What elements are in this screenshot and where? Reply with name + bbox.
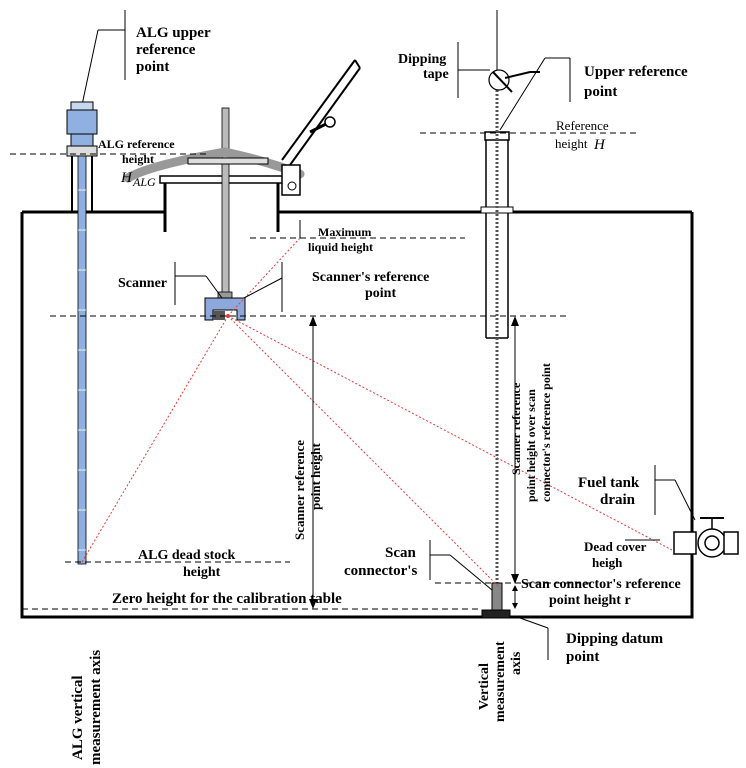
scan-connector-label-1: Scan <box>385 545 417 561</box>
manhole-neck <box>159 175 284 232</box>
dipping-datum-label-2: point <box>566 649 599 665</box>
upper-ref-point-label-1: Upper reference <box>584 64 688 80</box>
max-liquid-height-label-1: Maximum <box>318 225 371 239</box>
scan-conn-ref-height-label-1: Scan connector's reference <box>521 577 681 592</box>
dip-hatch-lever <box>281 59 361 196</box>
vertical-axis-label-3: axis <box>509 651 524 675</box>
scanner-label: Scanner <box>118 276 167 291</box>
scanner-ref-point-label-1: Scanner's reference <box>312 270 429 285</box>
scanner-ref-over-label-1: Scanner reference <box>509 382 523 475</box>
scanner-ref-over-label-3: connector's reference point <box>539 363 553 502</box>
reference-height-label-2: height <box>555 136 588 151</box>
alg-gauge <box>66 10 126 565</box>
reference-lines <box>10 132 640 610</box>
scan-conn-ref-height-label-2: point height r <box>549 593 631 608</box>
alg-axis-label-2: measurement axis <box>88 650 104 765</box>
vertical-axis-label-2: measurement <box>493 641 508 722</box>
dead-cover-label-1: Dead cover <box>584 539 647 554</box>
max-liquid-height-label-2: liquid height <box>308 240 373 254</box>
zero-height-label: Zero height for the calibration table <box>112 591 342 607</box>
scanner-ref-height-label-1: Scanner reference <box>292 440 307 540</box>
alg-upper-ref-label-2: reference <box>136 42 196 58</box>
reference-height-label-1: Reference <box>556 118 609 133</box>
fuel-drain-valve <box>673 517 739 558</box>
scanner-ref-height-label-2: point height <box>308 443 323 510</box>
reference-height-h: H <box>593 137 606 153</box>
dimension-arrows <box>309 316 519 609</box>
upper-ref-point-label-2: point <box>584 84 617 100</box>
dipping-tube <box>480 10 540 619</box>
alg-h-subscript: ALG <box>132 175 156 189</box>
scanner-assembly <box>123 107 305 321</box>
alg-dead-stock-label-1: ALG dead stock <box>138 548 235 563</box>
alg-axis-label-1: ALG vertical <box>70 675 86 760</box>
alg-upper-ref-label-3: point <box>136 59 169 75</box>
scan-connector-label-2: connector's <box>344 563 417 579</box>
alg-ref-height-label-1: ALG reference <box>98 137 175 151</box>
laser-rays <box>81 237 673 589</box>
alg-upper-ref-label-1: ALG upper <box>136 25 211 41</box>
scanner-ref-point-label-2: point <box>365 286 396 301</box>
text-labels: ALG upper reference point ALG reference … <box>70 25 688 765</box>
dead-cover-label-2: heigh <box>592 555 623 570</box>
dipping-tape-label-2: tape <box>423 67 449 82</box>
alg-dead-stock-label-2: height <box>183 565 221 580</box>
alg-h-symbol: H <box>120 170 133 186</box>
leader-lines <box>174 42 696 660</box>
dipping-tape-label-1: Dipping <box>398 52 446 67</box>
fuel-tank-drain-label-2: drain <box>600 492 636 508</box>
alg-ref-height-label-2: height <box>122 152 154 166</box>
fuel-tank-drain-label-1: Fuel tank <box>578 475 640 491</box>
vertical-axis-label-1: Vertical <box>477 663 492 710</box>
dipping-datum-label-1: Dipping datum <box>566 631 664 647</box>
scanner-ref-over-label-2: point height over scan <box>524 389 538 502</box>
